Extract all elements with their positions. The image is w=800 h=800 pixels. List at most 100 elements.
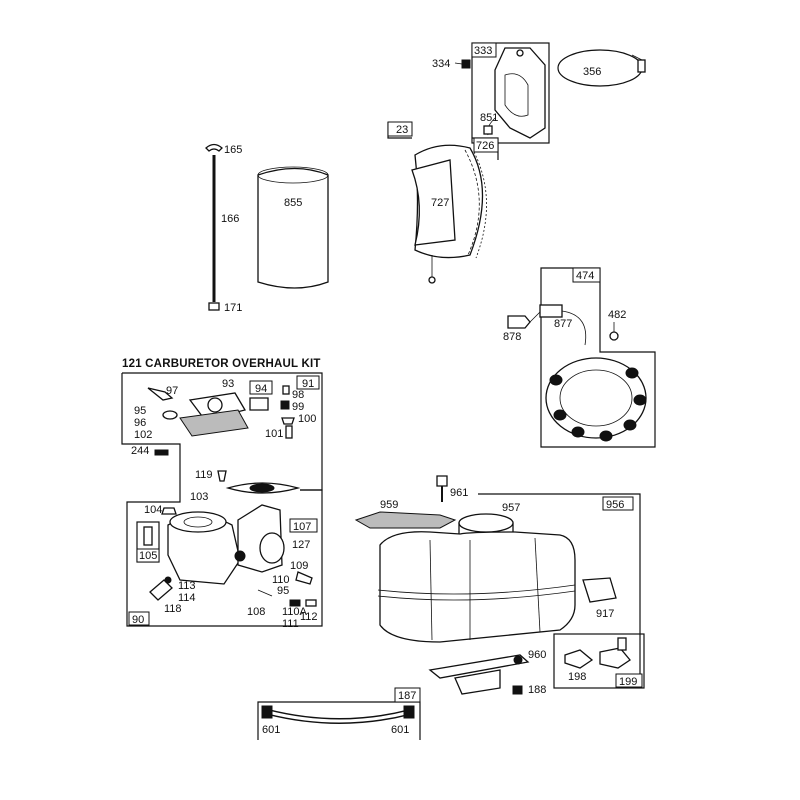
- label-165: 165: [224, 144, 242, 156]
- part-97: [147, 387, 174, 401]
- box-label-94: [249, 380, 273, 395]
- label-105: 105: [139, 550, 157, 562]
- screw-961-head: [436, 475, 448, 487]
- needle-94: [249, 397, 269, 411]
- label-244: 244: [131, 445, 149, 457]
- flywheel-fins: [464, 149, 480, 256]
- part-105: [143, 526, 153, 546]
- hose-clamp-right: [403, 705, 415, 719]
- tube-top-rim: [257, 166, 329, 184]
- label-99: 99: [292, 401, 304, 413]
- label-101: 101: [265, 428, 283, 440]
- strap-960-base: [454, 669, 501, 695]
- part-93-port: [207, 397, 223, 413]
- label-110A: 110A: [282, 606, 308, 618]
- label-113: 113: [178, 580, 196, 592]
- gasket-102: [179, 409, 249, 437]
- label-102: 102: [134, 429, 152, 441]
- label-917: 917: [596, 608, 614, 620]
- part-113: [164, 576, 172, 584]
- label-333: 333: [474, 45, 492, 57]
- label-601b: 601: [391, 724, 409, 736]
- shutoff-valve: [599, 647, 631, 669]
- label-107: 107: [293, 521, 311, 533]
- label-356: 356: [583, 66, 601, 78]
- label-957: 957: [502, 502, 520, 514]
- screw-482: [609, 331, 619, 341]
- label-187: 187: [398, 690, 416, 702]
- stator-pole-7: [625, 367, 639, 379]
- label-961: 961: [450, 487, 468, 499]
- fuel-cap-top: [458, 513, 514, 533]
- label-90: 90: [132, 614, 144, 626]
- label-726: 726: [476, 140, 494, 152]
- carburetor-throat: [183, 516, 213, 528]
- label-95a: 95: [134, 405, 146, 417]
- hose-clamp-left: [261, 705, 273, 719]
- needle-95: [257, 589, 273, 597]
- label-109: 109: [290, 560, 308, 572]
- label-127: 127: [292, 539, 310, 551]
- label-166: 166: [221, 213, 239, 225]
- box-label-187: [394, 687, 421, 703]
- label-877: 877: [554, 318, 572, 330]
- label-104: 104: [144, 504, 162, 516]
- part-104: [161, 507, 177, 515]
- box-199: [553, 633, 645, 689]
- kit-title: 121 CARBURETOR OVERHAUL KIT: [122, 358, 321, 370]
- box-label-107: [289, 518, 318, 533]
- strap-960: [428, 654, 530, 679]
- fuel-hose-inner: [267, 710, 411, 723]
- wire-end: [631, 54, 643, 61]
- flywheel-fins-outer: [473, 151, 487, 259]
- carb-plug: [234, 550, 246, 562]
- stator-lead: [561, 310, 587, 346]
- coil-mount-hole: [516, 49, 524, 57]
- carburetor-kit-group: 121 CARBURETOR OVERHAUL KIT 91 94 97 93 …: [121, 358, 323, 630]
- leader-334: [454, 62, 463, 65]
- label-851: 851: [480, 112, 498, 124]
- flywheel-magnet: [411, 159, 456, 246]
- label-95b: 95: [277, 585, 289, 597]
- box-label-23: [387, 121, 413, 137]
- spring-109: [295, 571, 313, 585]
- box-label-956: [602, 496, 634, 511]
- box-333: [471, 42, 550, 144]
- carburetor-top: [169, 511, 227, 533]
- label-956: 956: [606, 499, 624, 511]
- label-23: 23: [396, 124, 408, 136]
- fitting-198: [564, 649, 594, 669]
- valve-handle: [617, 637, 627, 651]
- plate-hole: [249, 483, 275, 493]
- part-110A: [289, 599, 301, 607]
- label-110: 110: [272, 574, 290, 586]
- label-103: 103: [190, 491, 208, 503]
- rod-and-tube-group: 165 166 171 855: [205, 143, 329, 314]
- label-855: 855: [284, 197, 302, 209]
- stator-pole-4: [599, 430, 613, 442]
- label-474: 474: [576, 270, 594, 282]
- label-198: 198: [568, 671, 586, 683]
- part-101: [285, 425, 293, 439]
- box-label-105: [136, 548, 160, 563]
- screw-244: [154, 449, 169, 456]
- screw-119: [217, 470, 227, 482]
- part-112: [305, 599, 317, 607]
- box-label-91: [296, 375, 320, 390]
- tank-rib-1: [429, 539, 433, 641]
- fuel-line-group: 187 601 601: [257, 687, 421, 740]
- ground-wire-group: 356: [557, 49, 646, 87]
- screw-188: [512, 685, 523, 695]
- screw-334: [461, 59, 471, 69]
- part-100: [281, 417, 295, 425]
- label-112: 112: [300, 611, 318, 623]
- alternator-group: 474 482 877 878: [503, 267, 656, 448]
- coil-core: [504, 73, 529, 117]
- part-851: [483, 125, 493, 135]
- label-111: 111: [282, 618, 299, 630]
- label-960: 960: [528, 649, 546, 661]
- clip-917: [582, 577, 617, 603]
- label-171: 171: [224, 302, 242, 314]
- part-118: [149, 579, 173, 601]
